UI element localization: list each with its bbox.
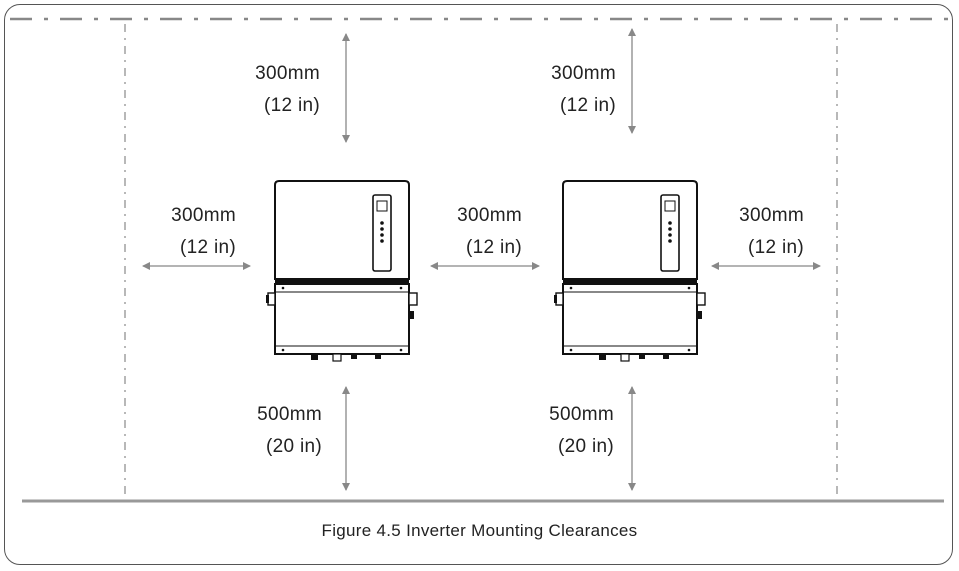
label-top-left-imperial: (12 in) bbox=[264, 95, 320, 116]
inverter-left bbox=[265, 180, 418, 362]
inverter-right bbox=[553, 180, 706, 362]
label-side-right-metric: 300mm bbox=[739, 205, 804, 226]
label-bottom-right: 500mm (20 in) bbox=[528, 399, 614, 463]
figure-caption: Figure 4.5 Inverter Mounting Clearances bbox=[321, 521, 638, 540]
label-side-middle-metric: 300mm bbox=[457, 205, 522, 226]
label-side-left: 300mm (12 in) bbox=[148, 200, 236, 264]
figure-frame bbox=[4, 4, 953, 565]
label-top-right-metric: 300mm bbox=[551, 63, 616, 84]
label-side-middle-imperial: (12 in) bbox=[466, 237, 522, 258]
label-top-right: 300mm (12 in) bbox=[530, 58, 616, 122]
label-side-left-imperial: (12 in) bbox=[180, 237, 236, 258]
label-side-right: 300mm (12 in) bbox=[718, 200, 804, 264]
label-side-middle: 300mm (12 in) bbox=[436, 200, 522, 264]
label-bottom-left: 500mm (20 in) bbox=[236, 399, 322, 463]
label-bottom-right-metric: 500mm bbox=[549, 404, 614, 425]
label-top-left-metric: 300mm bbox=[255, 63, 320, 84]
label-bottom-left-imperial: (20 in) bbox=[266, 436, 322, 457]
label-side-right-imperial: (12 in) bbox=[748, 237, 804, 258]
label-bottom-right-imperial: (20 in) bbox=[558, 436, 614, 457]
label-top-right-imperial: (12 in) bbox=[560, 95, 616, 116]
label-top-left: 300mm (12 in) bbox=[236, 58, 320, 122]
label-bottom-left-metric: 500mm bbox=[257, 404, 322, 425]
label-side-left-metric: 300mm bbox=[171, 205, 236, 226]
